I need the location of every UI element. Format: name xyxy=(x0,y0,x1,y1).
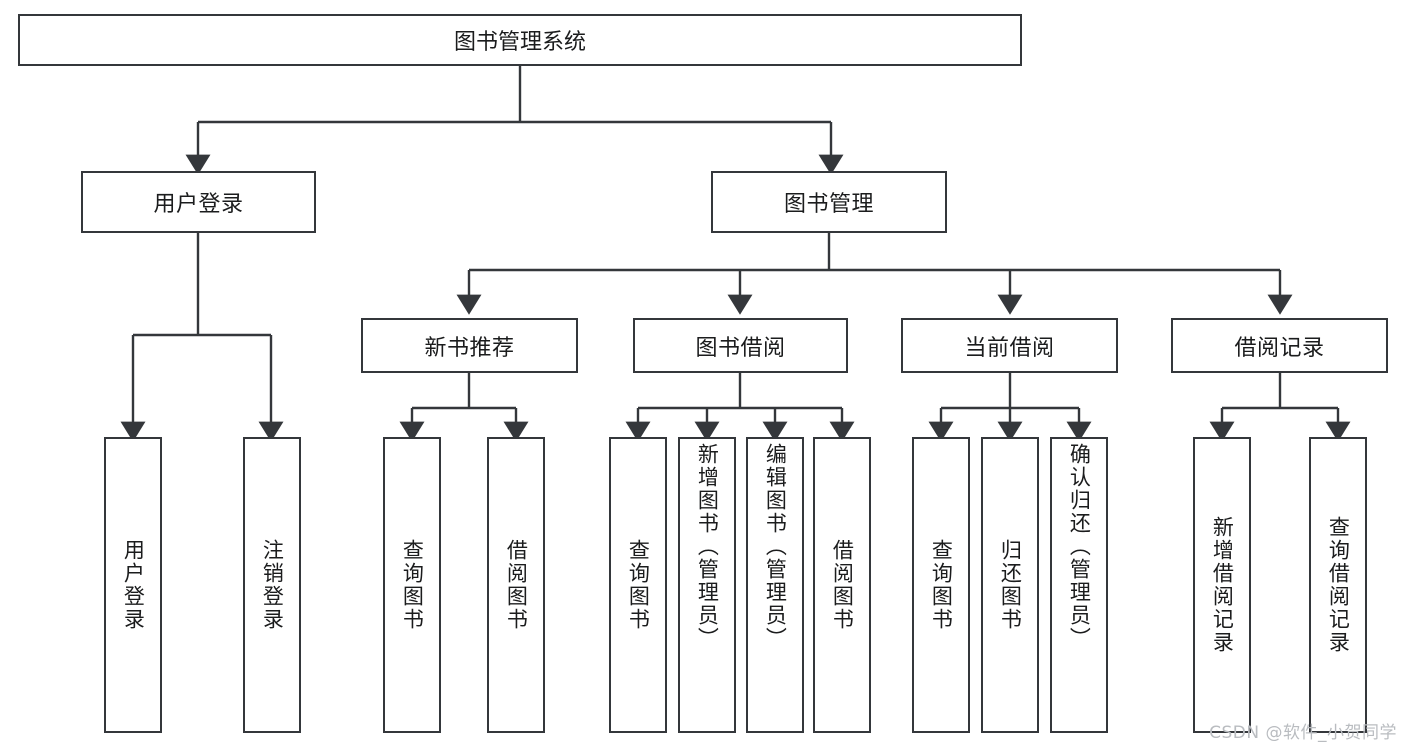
node-borrow-record[interactable]: 借阅记录 xyxy=(1171,318,1388,373)
leaf-query-book-borrow[interactable]: 查询图书 xyxy=(609,437,667,733)
leaf-label: 归还图书 xyxy=(998,539,1023,631)
node-user-login[interactable]: 用户登录 xyxy=(81,171,316,233)
leaf-query-borrow-record[interactable]: 查询借阅记录 xyxy=(1309,437,1367,733)
leaf-label: 注销登录 xyxy=(260,539,285,631)
node-label: 图书管理系统 xyxy=(453,30,586,55)
leaf-label: 新增借阅记录 xyxy=(1210,516,1235,654)
node-label: 借阅记录 xyxy=(1234,335,1325,361)
leaf-query-book-new[interactable]: 查询图书 xyxy=(383,437,441,733)
leaf-logout[interactable]: 注销登录 xyxy=(243,437,301,733)
node-label: 图书借阅 xyxy=(695,335,786,361)
leaf-user-login[interactable]: 用户登录 xyxy=(104,437,162,733)
leaf-label: 查询借阅记录 xyxy=(1326,516,1351,654)
leaf-label: 确认归还（管理员） xyxy=(1067,443,1092,650)
leaf-confirm-return-admin[interactable]: 确认归还（管理员） xyxy=(1050,437,1108,733)
leaf-add-borrow-record[interactable]: 新增借阅记录 xyxy=(1193,437,1251,733)
node-current-borrow[interactable]: 当前借阅 xyxy=(901,318,1118,373)
node-root-book-management-system[interactable]: 图书管理系统 xyxy=(18,14,1022,66)
leaf-label: 用户登录 xyxy=(121,539,146,631)
node-label: 当前借阅 xyxy=(964,335,1055,361)
leaf-label: 查询图书 xyxy=(400,539,425,631)
node-label: 用户登录 xyxy=(153,192,244,217)
node-book-borrow[interactable]: 图书借阅 xyxy=(633,318,848,373)
leaf-borrow-book-new[interactable]: 借阅图书 xyxy=(487,437,545,733)
node-new-book-recommend[interactable]: 新书推荐 xyxy=(361,318,578,373)
leaf-edit-book-admin[interactable]: 编辑图书（管理员） xyxy=(746,437,804,733)
node-label: 图书管理 xyxy=(783,192,874,217)
leaf-label: 借阅图书 xyxy=(504,539,529,631)
leaf-label: 查询图书 xyxy=(626,539,651,631)
leaf-label: 查询图书 xyxy=(929,539,954,631)
leaf-borrow-book[interactable]: 借阅图书 xyxy=(813,437,871,733)
leaf-return-book[interactable]: 归还图书 xyxy=(981,437,1039,733)
leaf-add-book-admin[interactable]: 新增图书（管理员） xyxy=(678,437,736,733)
leaf-label: 编辑图书（管理员） xyxy=(763,443,788,650)
node-label: 新书推荐 xyxy=(424,335,515,361)
node-book-management[interactable]: 图书管理 xyxy=(711,171,947,233)
leaf-label: 新增图书（管理员） xyxy=(695,443,720,650)
leaf-query-book-current[interactable]: 查询图书 xyxy=(912,437,970,733)
leaf-label: 借阅图书 xyxy=(830,539,855,631)
